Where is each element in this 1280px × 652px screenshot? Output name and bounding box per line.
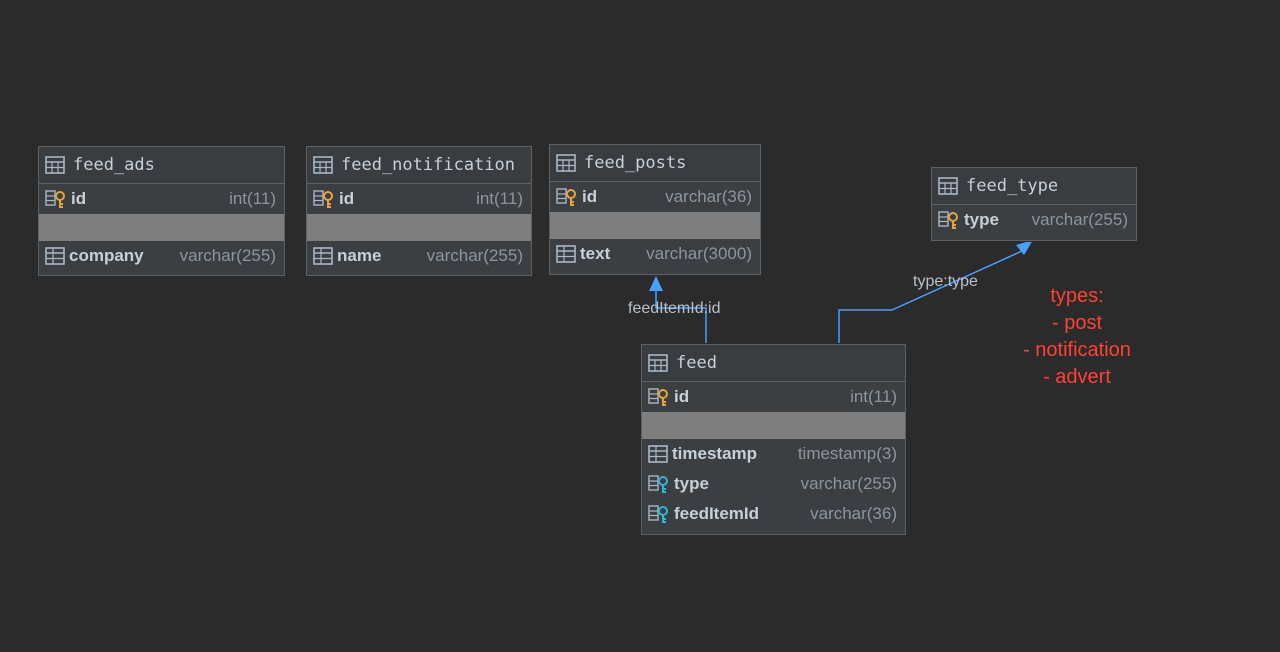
primary-key-icon xyxy=(45,190,65,208)
table-icon xyxy=(556,154,576,172)
column-icon xyxy=(45,247,65,265)
column-type: int(11) xyxy=(850,387,897,406)
column-row-pk[interactable]: id int(11) xyxy=(307,184,531,214)
column-name: id xyxy=(339,189,355,208)
column-row[interactable]: text varchar(3000) xyxy=(550,239,760,269)
types-note: types: - post - notification - advert xyxy=(1007,283,1147,391)
table-name: feed_posts xyxy=(584,153,687,173)
column-name: text xyxy=(580,244,611,263)
column-row-fk[interactable]: type varchar(255) xyxy=(642,469,905,499)
relation-label-feeditemid: feedItemId:id xyxy=(628,300,721,317)
table-name: feed_notification xyxy=(341,155,515,175)
column-name: id xyxy=(71,189,87,208)
column-name: timestamp xyxy=(672,444,758,463)
table-header: feed_posts xyxy=(550,145,760,182)
column-name: id xyxy=(674,387,690,406)
column-type: int(11) xyxy=(476,189,523,208)
table-icon xyxy=(938,177,958,195)
column-row[interactable]: timestamp timestamp(3) xyxy=(642,439,905,469)
column-type: varchar(255) xyxy=(179,246,276,265)
table-icon xyxy=(45,156,65,174)
column-type: timestamp(3) xyxy=(797,444,897,463)
table-name: feed_type xyxy=(966,176,1059,196)
primary-key-icon xyxy=(938,211,958,229)
note-line: types: xyxy=(1050,285,1104,307)
column-row-pk[interactable]: id varchar(36) xyxy=(550,182,760,212)
table-feed_ads[interactable]: feed_ads id int(11) company varchar(255) xyxy=(38,146,285,276)
column-name: name xyxy=(337,246,382,265)
column-type: varchar(255) xyxy=(426,246,523,265)
table-feed_notification[interactable]: feed_notification id int(11) name varcha… xyxy=(306,146,532,276)
table-feed_posts[interactable]: feed_posts id varchar(36) text varchar(3… xyxy=(549,144,761,275)
column-icon xyxy=(648,445,668,463)
column-name: id xyxy=(582,187,598,206)
relation-feeditemid-arrowhead xyxy=(649,276,663,291)
column-row-fk[interactable]: feedItemId varchar(36) xyxy=(642,499,905,529)
foreign-key-icon xyxy=(648,475,668,493)
note-line: - post xyxy=(1051,312,1103,334)
column-type: varchar(3000) xyxy=(646,244,752,263)
note-line: - notification xyxy=(1023,339,1131,361)
column-icon xyxy=(313,247,333,265)
table-feed[interactable]: feed id int(11) timestamp timestamp(3) t… xyxy=(641,344,906,535)
column-row-pk[interactable]: id int(11) xyxy=(642,382,905,412)
column-icon xyxy=(556,245,576,263)
column-type: varchar(255) xyxy=(800,474,897,493)
column-name: type xyxy=(964,210,999,229)
primary-key-icon xyxy=(648,388,668,406)
column-name: company xyxy=(69,246,144,265)
column-name: feedItemId xyxy=(674,504,760,523)
note-line: - advert xyxy=(1043,366,1111,388)
key-separator xyxy=(550,212,760,239)
column-row[interactable]: name varchar(255) xyxy=(307,241,531,271)
relation-type-arrowhead xyxy=(1016,240,1033,255)
key-separator xyxy=(39,214,284,241)
relation-label-type: type:type xyxy=(913,273,978,290)
relation-type xyxy=(838,250,1023,344)
table-header: feed_ads xyxy=(39,147,284,184)
column-row-pk[interactable]: id int(11) xyxy=(39,184,284,214)
column-type: varchar(36) xyxy=(665,187,752,206)
column-row[interactable]: company varchar(255) xyxy=(39,241,284,271)
primary-key-icon xyxy=(556,188,576,206)
primary-key-icon xyxy=(313,190,333,208)
table-icon xyxy=(648,354,668,372)
key-separator xyxy=(642,412,905,439)
column-type: varchar(255) xyxy=(1031,210,1128,229)
column-row-pk[interactable]: type varchar(255) xyxy=(932,205,1136,235)
foreign-key-icon xyxy=(648,505,668,523)
table-feed_type[interactable]: feed_type type varchar(255) xyxy=(931,167,1137,241)
table-name: feed_ads xyxy=(73,155,155,175)
table-header: feed xyxy=(642,345,905,382)
column-type: int(11) xyxy=(229,189,276,208)
column-type: varchar(36) xyxy=(810,504,897,523)
table-header: feed_notification xyxy=(307,147,531,184)
table-name: feed xyxy=(676,353,717,373)
table-icon xyxy=(313,156,333,174)
table-header: feed_type xyxy=(932,168,1136,205)
relation-feeditemid xyxy=(655,290,707,344)
column-name: type xyxy=(674,474,709,493)
key-separator xyxy=(307,214,531,241)
